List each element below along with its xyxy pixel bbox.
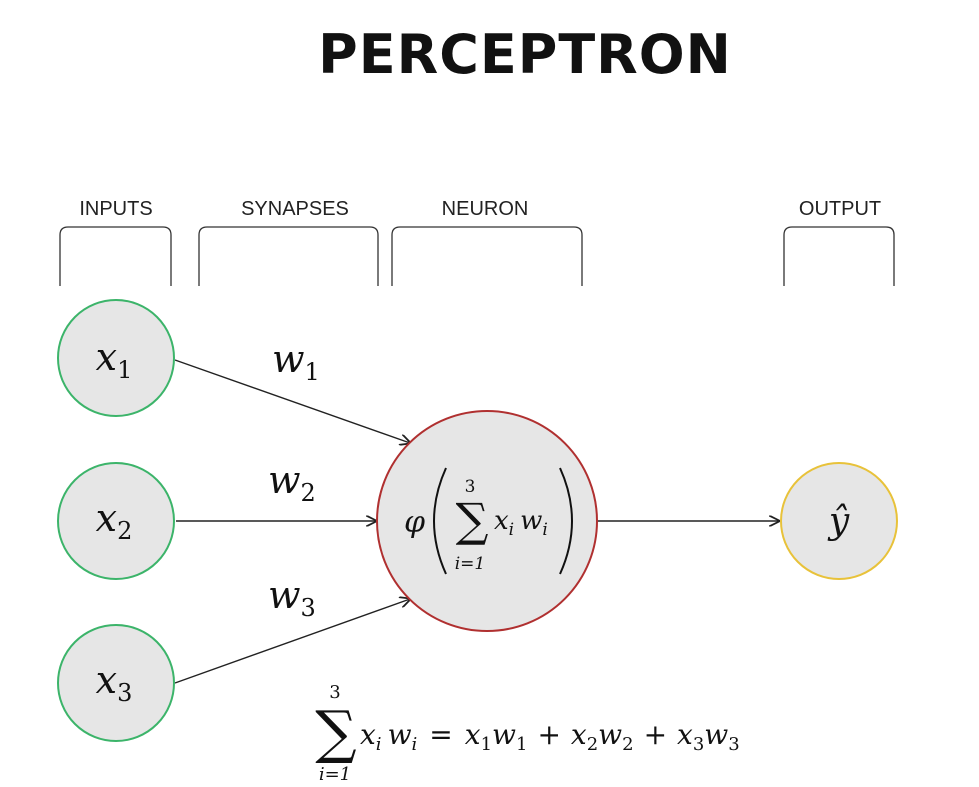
neuron-term-w-sub: i — [542, 520, 547, 540]
input-1-sub: 1 — [117, 356, 132, 384]
connections — [174, 359, 779, 684]
bracket-inputs — [59, 226, 172, 286]
svg-text:x1: x1 — [96, 335, 133, 384]
neuron-sum-upper: 3 — [465, 477, 476, 497]
input-3-sub: 3 — [117, 679, 132, 707]
input-2-sub: 2 — [117, 517, 132, 545]
neuron-sigma-icon: ∑ — [456, 493, 489, 547]
activation-symbol: φ — [404, 505, 425, 540]
label-output: OUTPUT — [799, 198, 881, 220]
weight-2: w2 — [268, 458, 316, 507]
bracket-output — [783, 226, 895, 286]
neuron-term-w: w — [520, 506, 542, 536]
neuron-term-x: x — [494, 506, 509, 536]
neuron-term-x-sub: i — [509, 520, 514, 540]
weight-3: w3 — [268, 573, 316, 622]
input-2-var: x — [96, 496, 117, 540]
bracket-neuron — [391, 226, 583, 286]
label-neuron: NEURON — [442, 198, 529, 220]
input-node-2: x2 — [57, 462, 175, 580]
bracket-synapses — [198, 226, 379, 286]
synapse-3-arrow — [174, 599, 410, 684]
equation-sigma-icon: ∑ — [315, 698, 356, 766]
synapse-1-arrow — [174, 359, 410, 443]
svg-text:x3: x3 — [96, 658, 133, 707]
equation-sum-lower: i=1 — [319, 764, 351, 785]
output-node: ŷ — [780, 462, 898, 580]
equation-sum-upper: 3 — [329, 682, 340, 703]
neuron-paren-left — [433, 467, 447, 575]
neuron-paren-right — [559, 467, 573, 575]
input-3-var: x — [96, 658, 117, 702]
category-brackets — [59, 226, 895, 286]
input-node-3: x3 — [57, 624, 175, 742]
label-synapses: SYNAPSES — [241, 198, 349, 220]
diagram-title: PERCEPTRON — [318, 23, 732, 86]
output-symbol: ŷ — [827, 501, 850, 542]
svg-text:x2: x2 — [96, 496, 133, 545]
input-node-1: x1 — [57, 299, 175, 417]
weight-1: w1 — [272, 337, 320, 386]
input-1-var: x — [96, 335, 117, 379]
neuron-sum-lower: i=1 — [455, 554, 486, 574]
label-inputs: INPUTS — [79, 198, 152, 220]
